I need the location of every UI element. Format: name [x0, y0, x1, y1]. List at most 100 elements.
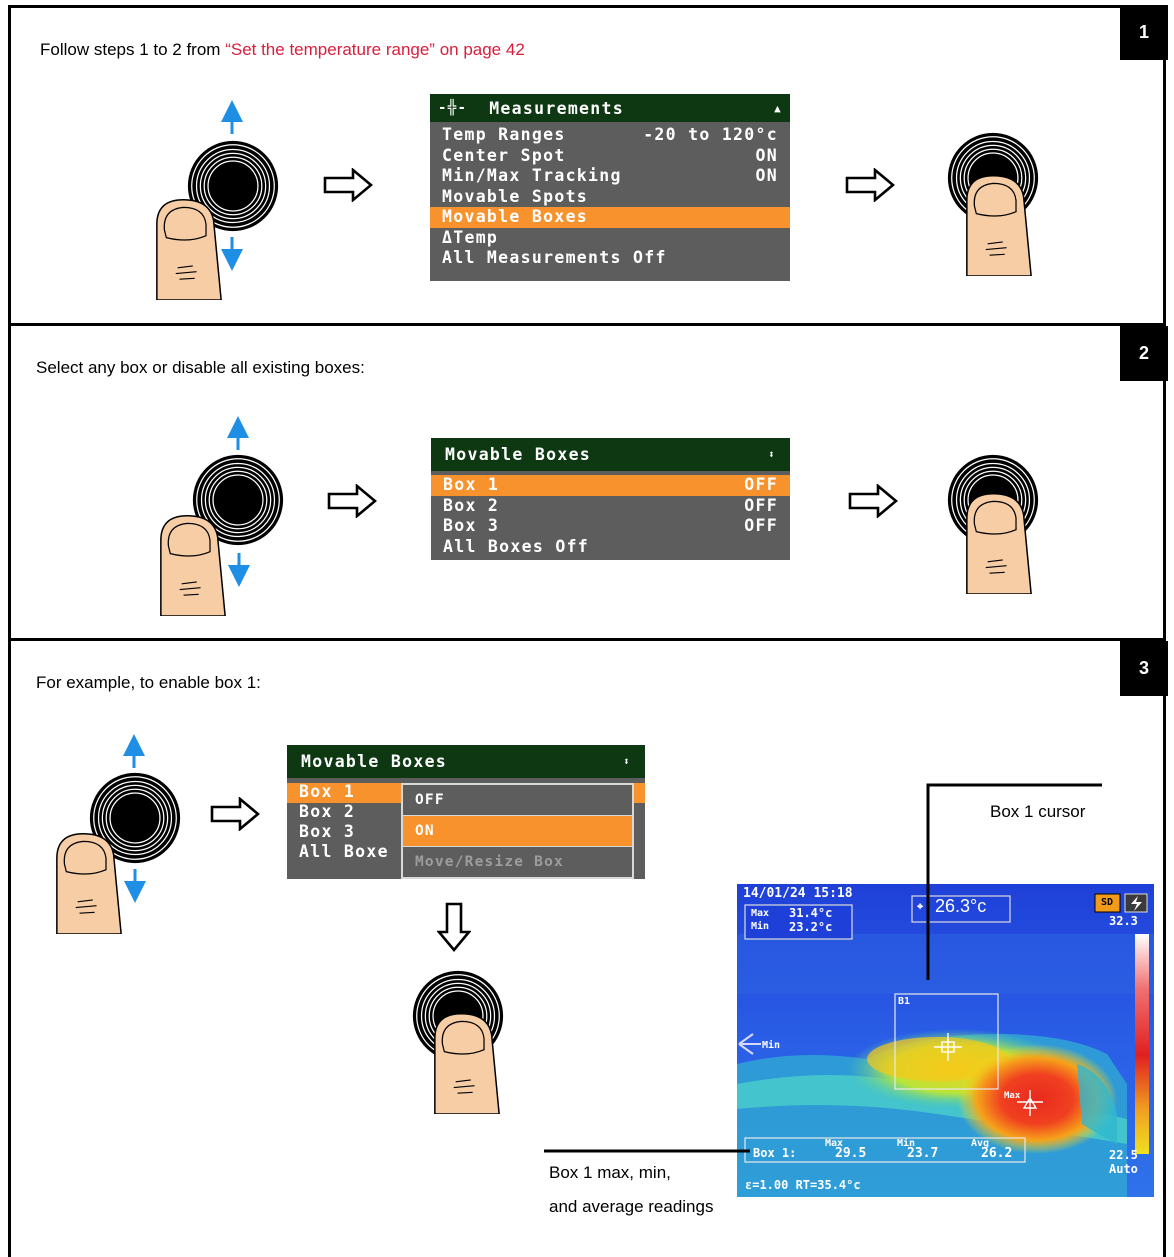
menu-item[interactable]: All Boxes Off: [431, 537, 790, 558]
box-readings-label: Box 1:: [753, 1146, 797, 1160]
section-divider: [8, 323, 1166, 326]
menu-item[interactable]: Movable Spots: [430, 187, 790, 208]
menu-item-label: Box 3: [443, 516, 500, 535]
menu-item-value: -20 to 120°c: [643, 125, 778, 144]
menu-item-label: Box 1: [299, 782, 356, 801]
step-number-badge: 1: [1120, 5, 1168, 60]
cross-reference-link[interactable]: “Set the temperature range” on page 42: [225, 40, 525, 59]
step-3-instruction: For example, to enable box 1:: [36, 673, 261, 692]
up-arrow-icon: [226, 416, 250, 450]
box-cursor-callout: Box 1 cursor: [990, 802, 1086, 821]
menu-title: Movable Boxes: [445, 445, 592, 464]
menu-title: Movable Boxes: [301, 752, 448, 771]
crosshair-icon: -╬-: [438, 100, 468, 116]
menu-item-label: All Measurements Off: [442, 248, 667, 267]
scroll-updown-icon: ⬍: [768, 448, 776, 461]
thumb-icon: [428, 1010, 506, 1114]
section-divider: [8, 638, 1166, 641]
menu-item-label: Center Spot: [442, 145, 566, 165]
thermal-scale-top: 32.3: [1109, 914, 1138, 928]
step-2-instruction: Select any box or disable all existing b…: [36, 358, 365, 377]
menu-item-label: Box 2: [299, 802, 356, 821]
menu-item[interactable]: All Measurements Off: [430, 248, 790, 269]
dropdown-option: Move/Resize Box: [415, 854, 564, 870]
dropdown-option[interactable]: ON: [403, 816, 632, 847]
readings-callout-line-1: Box 1 max, min,: [549, 1163, 671, 1182]
menu-item[interactable]: All Boxe: [287, 842, 645, 862]
reading-label: Avg: [971, 1138, 990, 1149]
menu-item-label: Box 2: [443, 495, 500, 515]
menu-item-label: ΔTemp: [442, 227, 499, 247]
thermal-scale-mode: Auto: [1109, 1162, 1138, 1176]
step-number-badge: 2: [1120, 326, 1168, 381]
center-spot-icon: ⌖: [917, 900, 924, 913]
measurements-menu-screen: -╬- Measurements ▲ Temp Ranges-20 to 120…: [430, 94, 790, 281]
readings-callout-line-2: and average readings: [549, 1197, 714, 1216]
thermal-heatmap: [737, 884, 1154, 1197]
menu-item-label: Movable Boxes: [442, 207, 589, 226]
thermal-center-temp: 26.3°c: [935, 896, 987, 916]
menu-item[interactable]: Box 2: [287, 802, 645, 822]
menu-item-value: OFF: [744, 475, 778, 494]
menu-item-label: Min/Max Tracking: [442, 166, 622, 185]
sd-card-icon: SD: [1101, 897, 1114, 908]
menu-item-value: ON: [755, 166, 778, 185]
menu-item-label: All Boxe: [299, 842, 389, 861]
menu-item-value: ON: [755, 145, 778, 165]
hollow-right-arrow-icon: [845, 168, 895, 202]
box-tag: B1: [898, 996, 911, 1007]
menu-item-value: OFF: [744, 516, 778, 535]
up-arrow-icon: [122, 734, 146, 768]
menu-item[interactable]: Center Spot ON: [430, 146, 790, 167]
thermal-datetime: 14/01/24 15:18: [743, 886, 853, 901]
thumb-icon: [150, 196, 228, 300]
menu-item[interactable]: Temp Ranges-20 to 120°c: [430, 125, 790, 146]
step-1-instruction: Follow steps 1 to 2 from “Set the temper…: [40, 40, 525, 60]
menu-item[interactable]: Min/Max Tracking ON: [430, 166, 790, 187]
scroll-updown-icon: ▲: [774, 101, 782, 115]
thermal-scale-bottom: 22.5: [1109, 1148, 1138, 1162]
thermal-max-label: Max: [751, 908, 770, 919]
thumb-icon: [50, 830, 128, 934]
menu-item[interactable]: Box 3 OFF: [431, 516, 790, 537]
thumb-icon: [960, 172, 1038, 276]
thermal-max-value: 31.4°c: [789, 906, 833, 920]
reading-value: 23.7: [907, 1146, 939, 1161]
thumb-icon: [960, 490, 1038, 594]
hollow-right-arrow-icon: [848, 484, 898, 518]
menu-item[interactable]: Box 2 OFF: [431, 496, 790, 517]
menu-item-value: OFF: [744, 495, 778, 515]
menu-item[interactable]: Movable Boxes: [430, 207, 790, 228]
emissivity-readout: ε=1.00 RT=35.4°c: [745, 1178, 861, 1192]
menu-item-label: Box 3: [299, 822, 356, 841]
scroll-updown-icon: ⬍: [623, 755, 631, 768]
thumb-icon: [154, 512, 232, 616]
reading-label: Max: [825, 1138, 844, 1149]
menu-title: Measurements: [489, 98, 624, 118]
thermal-min-value: 23.2°c: [789, 920, 833, 934]
hollow-down-arrow-icon: [437, 902, 471, 952]
menu-item-label: All Boxes Off: [443, 536, 590, 556]
thermal-min-label: Min: [751, 921, 770, 932]
hollow-right-arrow-icon: [210, 797, 260, 831]
step-number-badge: 3: [1120, 641, 1168, 696]
procedure-frame: [8, 5, 1166, 1257]
menu-header: -╬- Measurements ▲: [430, 94, 790, 122]
dropdown-option[interactable]: OFF: [403, 785, 632, 816]
callout-leader-lines: [544, 783, 1102, 1153]
up-arrow-icon: [220, 100, 244, 134]
menu-item[interactable]: Box 3: [287, 822, 645, 842]
hollow-right-arrow-icon: [323, 168, 373, 202]
thermal-image-screen: 14/01/24 15:18 Max Min 31.4°c 23.2°c ⌖ 2…: [737, 884, 1154, 1197]
instruction-text: Follow steps 1 to 2 from: [40, 40, 226, 59]
menu-header: Movable Boxes ⬍: [431, 438, 790, 471]
menu-item[interactable]: Box 1: [287, 782, 645, 802]
reading-value: 26.2: [981, 1146, 1013, 1161]
menu-item-label: Movable Spots: [442, 186, 589, 206]
menu-item[interactable]: ΔTemp: [430, 228, 790, 249]
menu-header: Movable Boxes ⬍: [287, 745, 645, 778]
min-marker: Min: [762, 1040, 781, 1051]
